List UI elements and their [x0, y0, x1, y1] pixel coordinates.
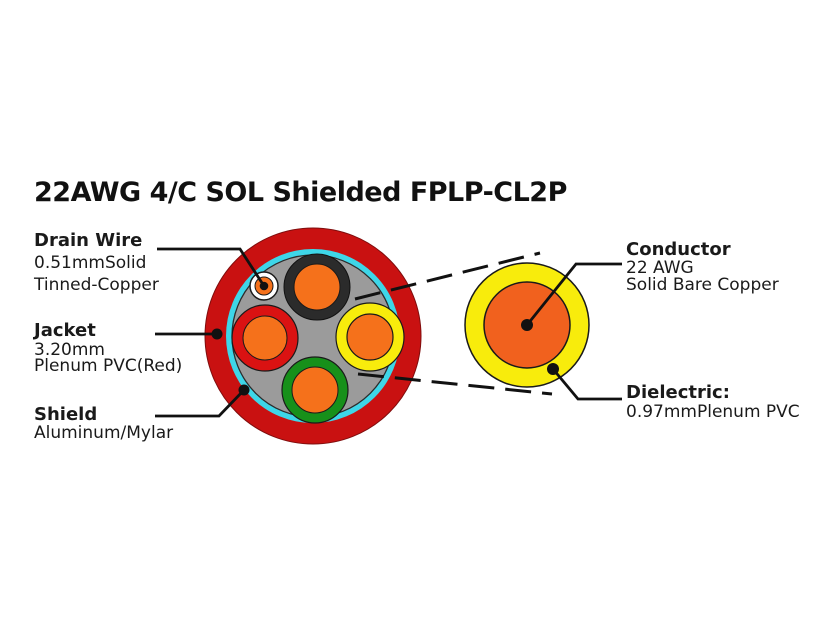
conductor-core-right [346, 313, 394, 361]
drain-wire-callout-line2: Tinned-Copper [34, 275, 159, 295]
jacket-callout-title: Jacket [34, 320, 96, 341]
magnify-dash-lower [357, 372, 553, 396]
conductor-leader-line [525, 262, 622, 326]
dielectric-callout-title: Dielectric: [626, 382, 730, 403]
dielectric-leader-line [551, 368, 622, 401]
drain-wire-point-dot [259, 281, 269, 291]
conductor-callout-line2: Solid Bare Copper [626, 275, 779, 295]
leader-lines [155, 247, 622, 418]
drain-wire-leader-line [157, 247, 266, 287]
conductor-point-dot [521, 319, 533, 331]
shield-leader-line [155, 389, 246, 418]
drain-wire-callout-title: Drain Wire [34, 230, 143, 251]
jacket-callout-line2: Plenum PVC(Red) [34, 356, 183, 376]
cable-cross-section [204, 227, 422, 445]
magnify-dash-upper [354, 251, 541, 301]
conductor-callout-title: Conductor [626, 239, 731, 260]
dielectric-callout-line1: 0.97mmPlenum PVC [626, 402, 800, 422]
drain-wire-callout-line1: 0.51mmSolid [34, 253, 147, 273]
conductor-core-top [293, 263, 341, 311]
shield-point-dot [238, 384, 250, 396]
conductor-core-left [242, 315, 288, 361]
jacket-point-dot [211, 328, 223, 340]
magnification-dashed-lines [354, 251, 553, 396]
jacket-callout-line1: 3.20mm [34, 340, 105, 360]
conductor-callout-line1: 22 AWG [626, 258, 694, 278]
shield-callout-title: Shield [34, 404, 98, 425]
conductor-core-bottom [291, 366, 339, 414]
shield-callout-line1: Aluminum/Mylar [34, 423, 174, 443]
diagram-title: 22AWG 4/C SOL Shielded FPLP-CL2P [34, 177, 567, 208]
dielectric-point-dot [547, 363, 559, 375]
leader-dots [211, 281, 559, 396]
